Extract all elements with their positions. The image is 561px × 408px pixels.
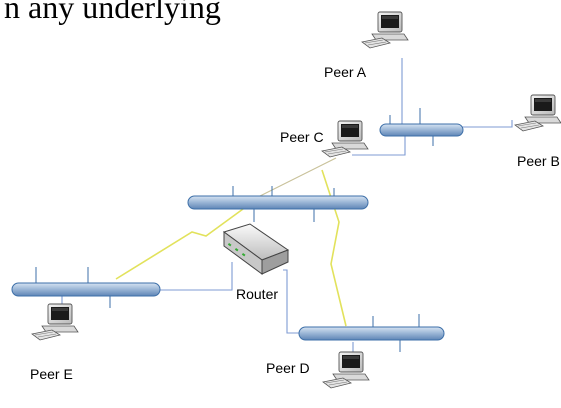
cable-router-left <box>158 262 233 291</box>
cable-router-bottom <box>283 269 300 334</box>
cable-peer-b <box>462 120 513 128</box>
label-peer-b: Peer B <box>517 153 560 169</box>
cable-peer-c-to-backbone <box>251 157 337 201</box>
bus-top-right <box>379 108 464 146</box>
bus-bottom <box>298 314 445 352</box>
wireless-link-left <box>115 208 244 280</box>
cable-peer-c <box>352 135 406 156</box>
computer-icon-peer-b <box>514 94 561 132</box>
bus-backbone <box>187 186 369 222</box>
label-router: Router <box>236 286 279 302</box>
label-peer-c: Peer C <box>280 129 324 145</box>
computer-icon-peer-a <box>361 11 409 49</box>
clipped-heading-text: n any underlying <box>4 0 221 25</box>
label-peer-d: Peer D <box>266 360 310 376</box>
computer-icon-peer-c <box>321 120 369 158</box>
router-device <box>222 223 290 275</box>
label-peer-e: Peer E <box>30 366 73 382</box>
computer-icon-peer-e <box>31 303 79 341</box>
bus-left <box>11 267 161 308</box>
cables <box>61 58 513 352</box>
label-peer-a: Peer A <box>324 64 367 80</box>
computer-icon-peer-d <box>322 351 370 389</box>
